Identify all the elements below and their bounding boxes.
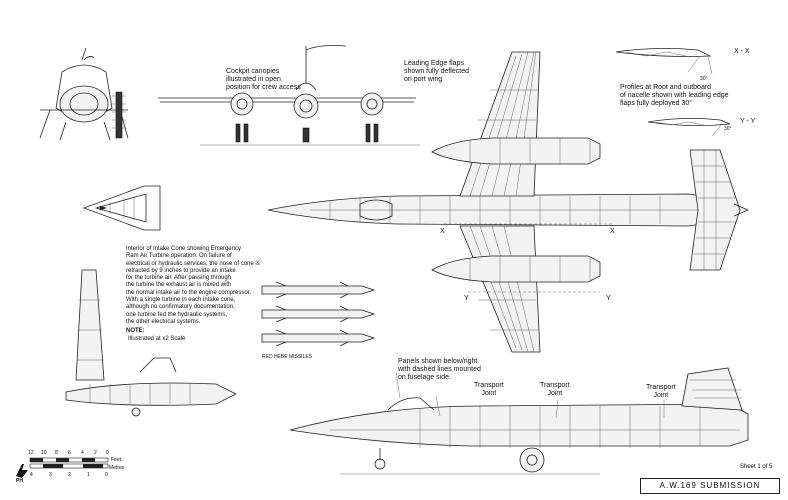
feet-tick-6: 6 xyxy=(68,450,71,456)
intake-cone-note: Interior of Intake Cone showing Emergenc… xyxy=(126,246,260,325)
feet-label: Feet xyxy=(111,457,122,463)
metre-tick-3: 3 xyxy=(49,472,52,478)
canopies-note: Cockpit canopies illustrated in open pos… xyxy=(226,68,301,91)
intake-cone-detail xyxy=(82,185,161,231)
transport-joint-label-1: Transport Joint xyxy=(474,382,504,397)
note-word: NOTE: xyxy=(126,328,145,334)
metre-tick-1: 1 xyxy=(87,472,90,478)
metre-tick-4: 4 xyxy=(30,472,33,478)
feet-tick-0: 0 xyxy=(106,450,109,456)
title-block: A.W.169 SUBMISSION xyxy=(640,478,780,494)
x-mark-left: X xyxy=(440,228,445,235)
feet-tick-8: 8 xyxy=(55,450,58,456)
angle-label-2: 30° xyxy=(724,126,732,132)
drafter-initials: PH xyxy=(16,478,23,484)
metre-tick-0: 0 xyxy=(105,472,108,478)
leader-lines xyxy=(395,371,665,419)
leading-edge-note: Leading Edge flaps shown fully deflected… xyxy=(404,60,469,83)
front-view-aircraft xyxy=(158,45,420,146)
sheet-number: Sheet 1 of 5 xyxy=(740,464,773,470)
metre-tick-2: 2 xyxy=(68,472,71,478)
section-profiles xyxy=(615,48,731,137)
transport-joint-label-3: Transport Joint xyxy=(646,384,676,399)
feet-tick-10: 10 xyxy=(41,450,47,456)
y-mark-right: Y xyxy=(606,295,611,302)
feet-tick-2: 2 xyxy=(94,450,97,456)
feet-tick-4: 4 xyxy=(81,450,84,456)
transport-joint-label-2: Transport Joint xyxy=(540,382,570,397)
front-view-crew-access xyxy=(39,47,129,141)
missiles-label: RED HEBE MISSILES xyxy=(262,354,313,360)
section-xx-label: X - X xyxy=(734,48,750,55)
profiles-note: Profiles at Root and outboard of nacelle… xyxy=(620,84,729,107)
scale-bar: 12 10 8 6 4 2 0 Feet Metres 4 3 2 1 0 PH xyxy=(14,446,124,490)
scale-bar-graphic xyxy=(16,457,109,478)
x-mark-right: X xyxy=(610,228,615,235)
section-yy-label: Y - Y xyxy=(740,118,756,125)
scale-note: Illustrated at x2 Scale xyxy=(128,336,186,342)
side-view-left xyxy=(65,269,237,417)
panels-note: Panels shown below/right with dashed lin… xyxy=(398,358,481,381)
y-mark-left: Y xyxy=(464,295,469,302)
metres-label: Metres xyxy=(109,465,125,471)
missile-illustrations xyxy=(261,281,376,347)
side-view-main xyxy=(289,367,749,475)
plan-view-aircraft xyxy=(267,51,750,353)
feet-tick-12: 12 xyxy=(28,450,34,456)
angle-label-1: 30° xyxy=(700,76,708,82)
